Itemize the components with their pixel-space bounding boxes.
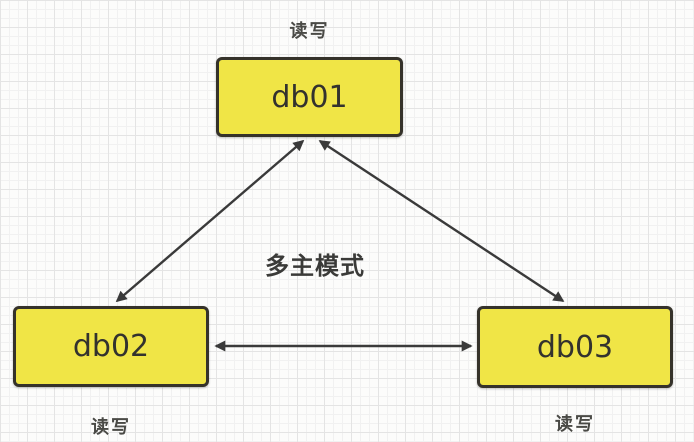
node-db02: db02 <box>13 306 209 387</box>
diagram-center-title: 多主模式 <box>265 252 365 280</box>
node-db01: db01 <box>216 57 403 137</box>
node-db03: db03 <box>477 306 673 388</box>
edge-db01-db02 <box>115 139 305 303</box>
node-label-db02: db02 <box>72 329 150 364</box>
node-caption-db02: 读写 <box>91 417 131 438</box>
node-caption-db01: 读写 <box>289 21 330 42</box>
node-caption-db03: 读写 <box>555 414 595 435</box>
edge-db01-db03 <box>318 139 565 303</box>
node-label-db03: db03 <box>536 329 614 365</box>
node-label-db01: db01 <box>271 79 348 115</box>
